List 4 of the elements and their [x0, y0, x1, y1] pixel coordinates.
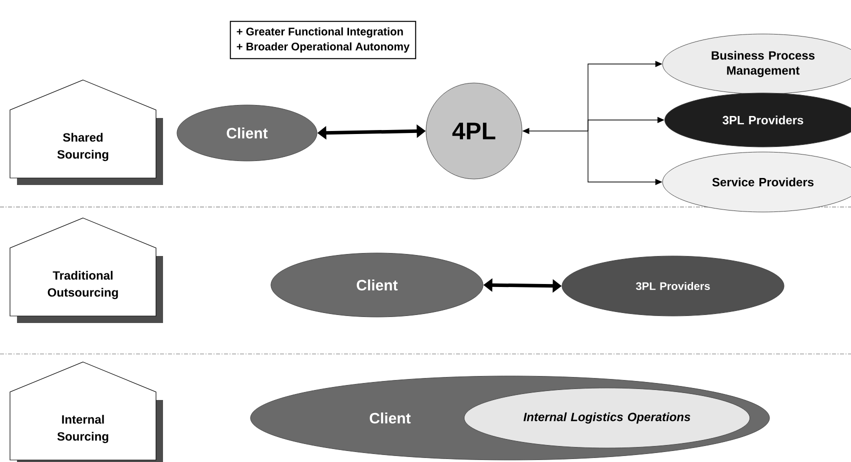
text-box: + Greater Functional Integration + Broader Operational Autonomy [230, 20, 416, 60]
house-box: Shared Sourcing [10, 80, 163, 185]
house-box: Internal Sourcing [10, 362, 163, 462]
house-box: Traditional Outsourcing [10, 218, 163, 323]
